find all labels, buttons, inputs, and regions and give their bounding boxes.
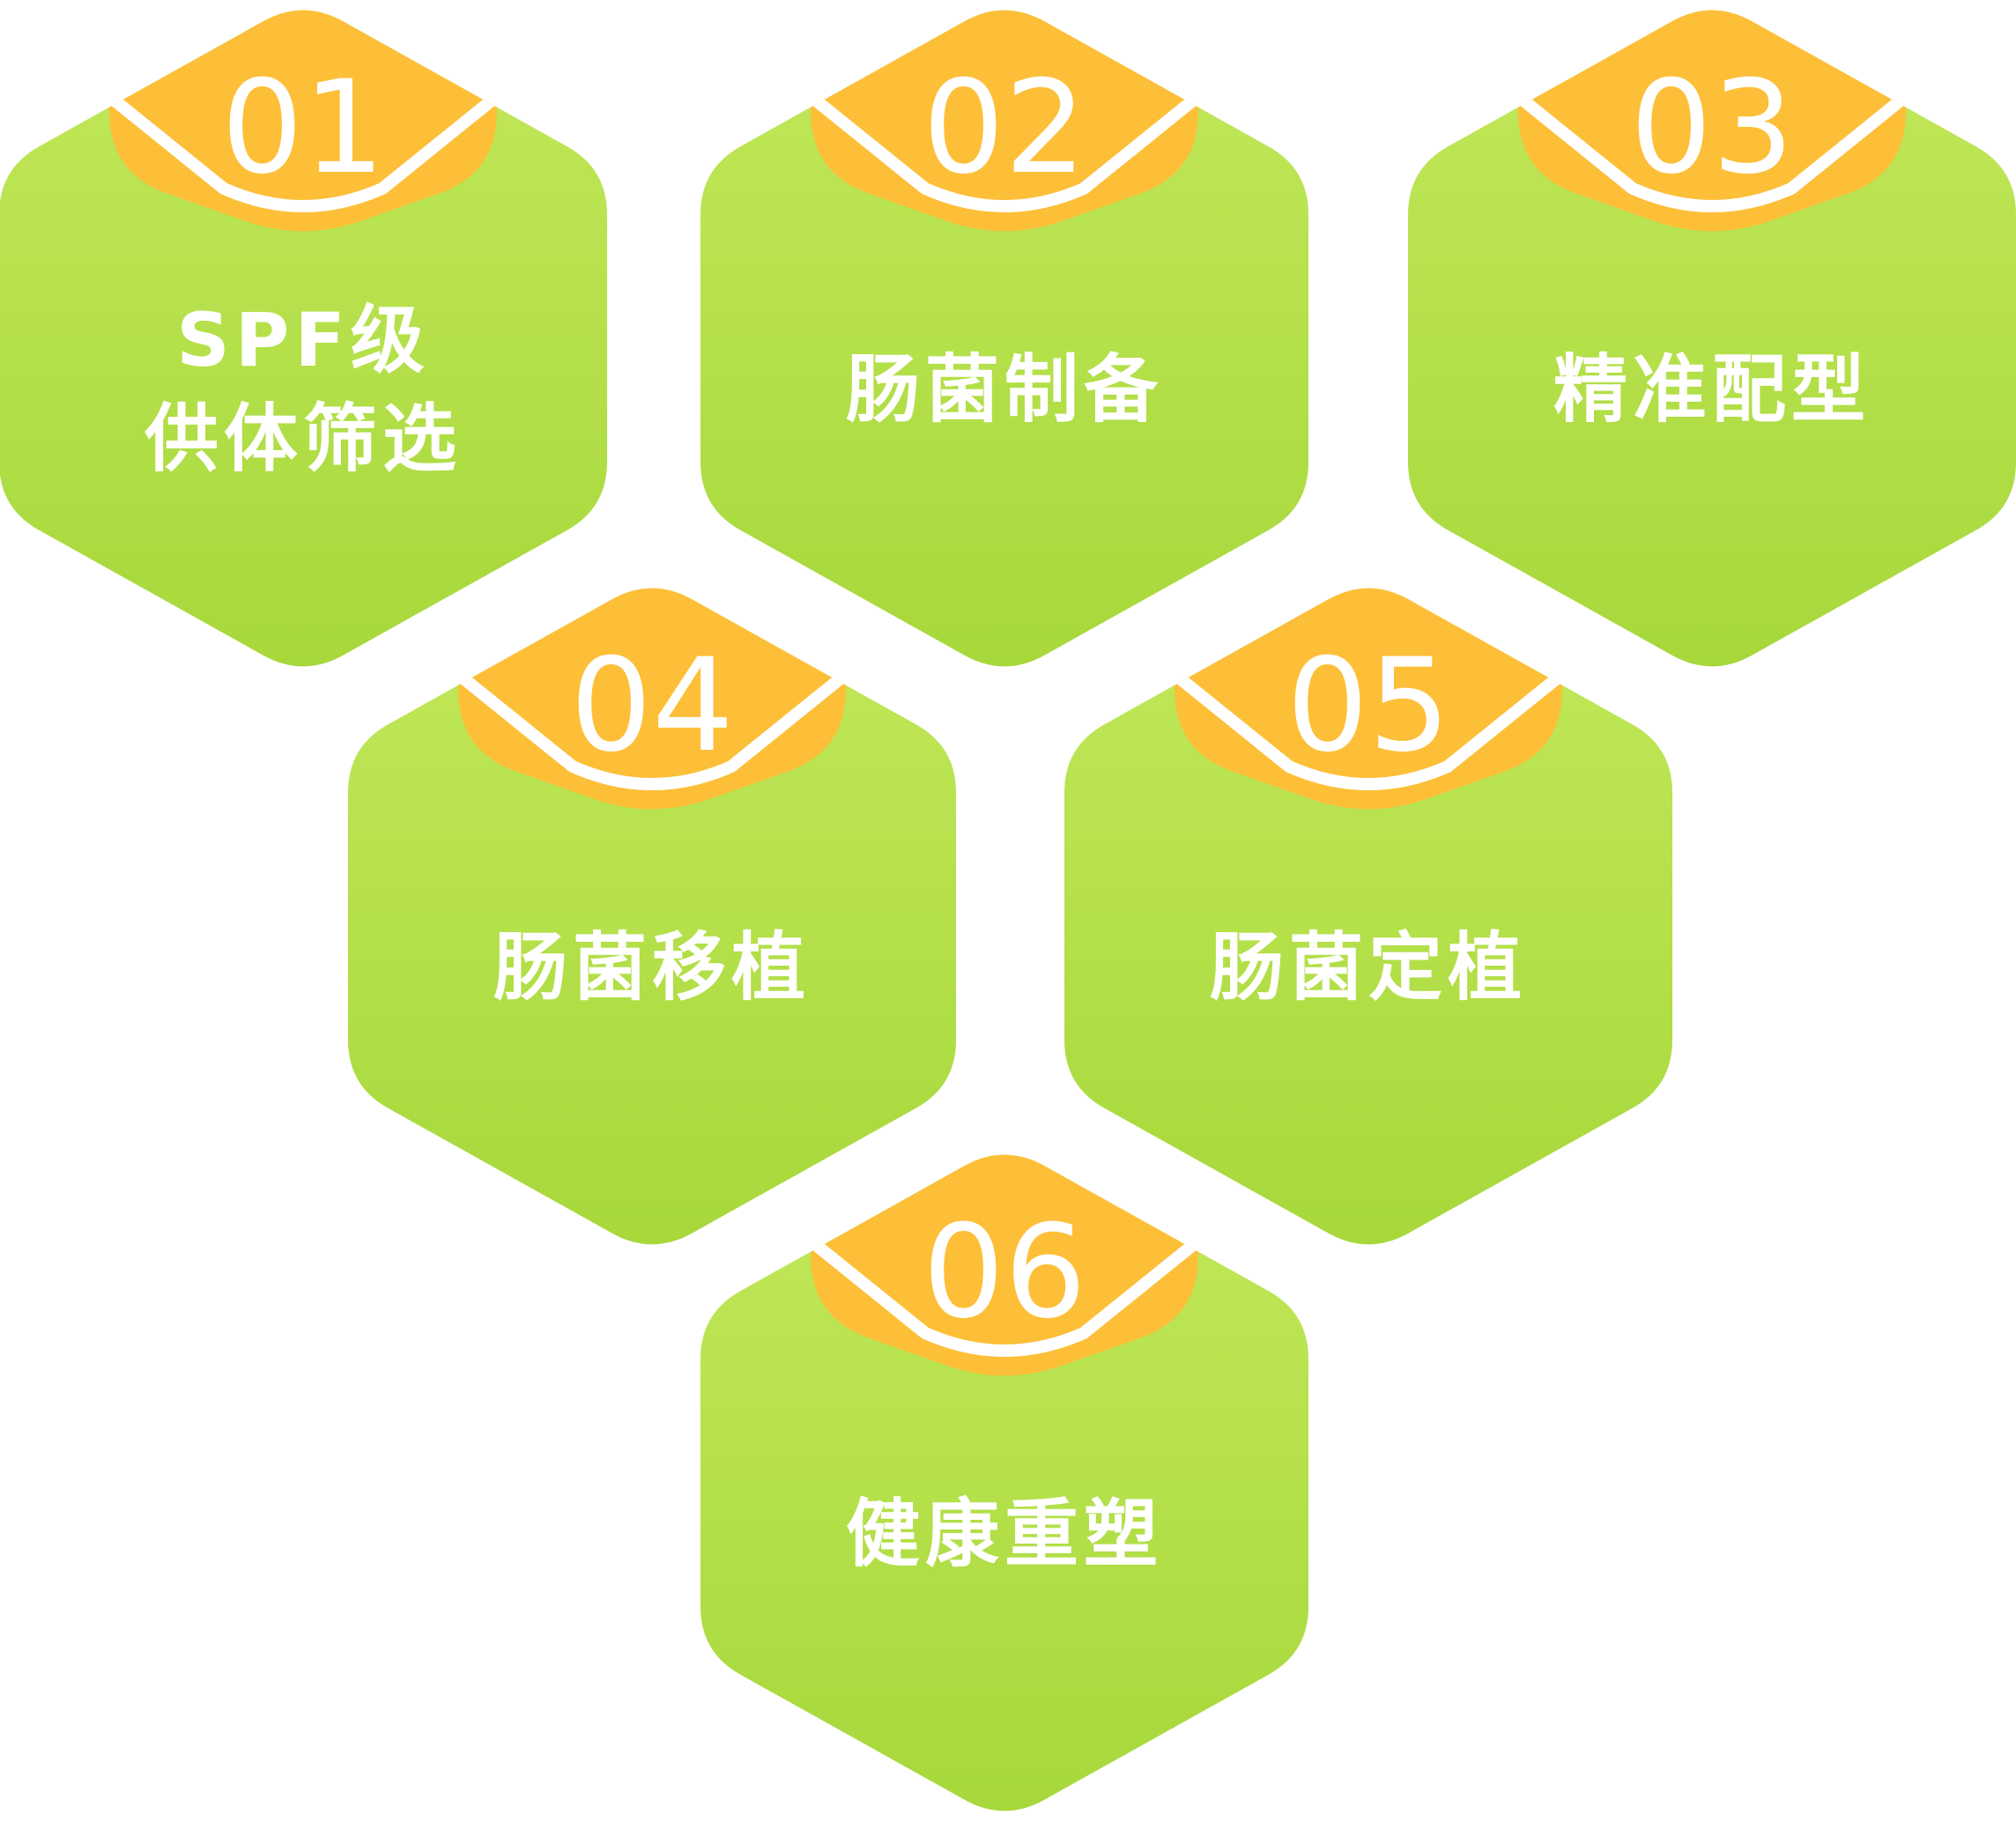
chevron-separator (1494, 76, 1930, 212)
step-number: 05 (1286, 631, 1450, 781)
step-number: 06 (923, 1197, 1086, 1347)
step-title-line: 精准配型 (1553, 346, 1871, 433)
step-title-line: 肠菌移植 (493, 924, 811, 1011)
separator-line (787, 1220, 1222, 1357)
step-number: 03 (1630, 53, 1794, 203)
step-hexagon-06: 06 健康重塑 (700, 1154, 1308, 1811)
step-hexagon-03: 03 精准配型 (1408, 10, 2016, 667)
step-number: 02 (923, 53, 1086, 203)
chevron-separator (1151, 654, 1586, 790)
step-hexagon-02: 02 肠菌制备 (700, 10, 1308, 667)
separator-line (1151, 654, 1586, 790)
chevron-separator (434, 654, 870, 790)
separator-line (1494, 76, 1930, 212)
step-hexagon-04: 04 肠菌移植 (348, 588, 956, 1245)
chevron-separator (85, 76, 521, 212)
separator-line (434, 654, 870, 790)
step-title-line: 肠菌定植 (1210, 924, 1527, 1011)
separator-line (787, 76, 1222, 212)
step-title-line: SPF级 (176, 297, 429, 383)
chevron-separator (787, 76, 1222, 212)
step-number: 04 (570, 631, 734, 781)
chevron-separator (787, 1220, 1222, 1357)
step-title-line: 健康重塑 (846, 1491, 1163, 1577)
step-hexagon-05: 05 肠菌定植 (1064, 588, 1672, 1245)
step-title-line: 供体筛选 (145, 396, 462, 482)
step-title-line: 肠菌制备 (846, 346, 1163, 433)
step-number: 01 (221, 53, 385, 203)
separator-line (85, 76, 521, 212)
